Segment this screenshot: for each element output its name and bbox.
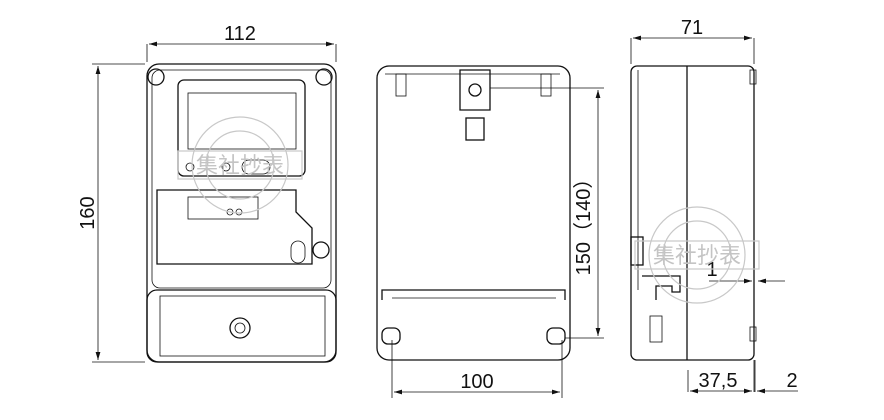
- watermark-stamp: [634, 206, 760, 304]
- back-view: 150（140） 100: [376, 65, 604, 398]
- watermark-stamp: [177, 116, 303, 214]
- back-width-dimension: 100: [460, 371, 493, 393]
- side-gap-dimension: 1: [706, 259, 717, 281]
- front-width-dimension: 112: [224, 23, 256, 45]
- side-offset-dimension: 37,5: [699, 370, 738, 392]
- front-height-dimension: 160: [77, 196, 99, 229]
- side-depth-dimension: 71: [681, 17, 703, 39]
- side-view: 71 1 37,5 2: [630, 17, 798, 394]
- side-offset2-dimension: 2: [786, 370, 797, 392]
- back-height-dimension: 150（140）: [572, 169, 595, 276]
- front-view: 112 160: [77, 23, 337, 363]
